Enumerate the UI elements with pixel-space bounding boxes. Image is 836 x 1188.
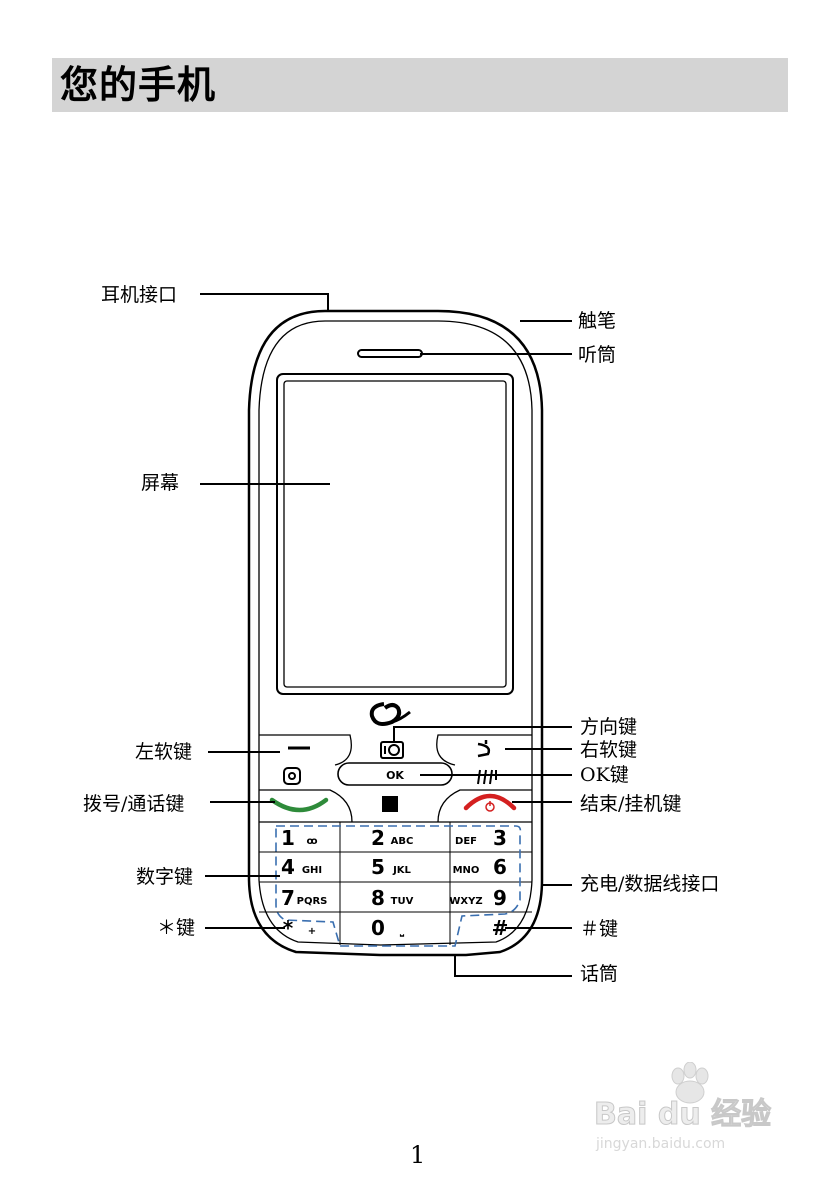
page-number: 1 (410, 1141, 426, 1169)
label-earpiece: 听筒 (578, 344, 617, 366)
baidu-jingyan-watermark: Bai du 经验 jingyan.baidu.com (594, 1062, 772, 1152)
key-digit-4[interactable]: 4 (281, 855, 295, 879)
label-screen: 屏幕 (141, 472, 180, 494)
menu-phonebook-icon (283, 767, 301, 785)
key-letters-1: ꝏ (306, 836, 317, 847)
phone-body-outline (247, 309, 544, 957)
key-letters-3: DEF (455, 836, 477, 847)
label-headset-jack: 耳机接口 (101, 284, 178, 306)
key-digit-#[interactable]: # (492, 916, 509, 940)
earpiece-slot (357, 349, 423, 358)
key-digit-7[interactable]: 7 (281, 886, 295, 910)
label-microphone: 话筒 (580, 963, 619, 985)
right-softkey-back-icon (477, 740, 491, 758)
message-icon (382, 796, 398, 812)
end-handset-icon (463, 793, 517, 811)
contacts-people-icon (477, 769, 497, 785)
label-stylus: 触笔 (578, 310, 617, 332)
brand-logo-icon (369, 702, 411, 726)
keypad-highlight (275, 825, 522, 947)
section-title-bar: 您的手机 (52, 58, 788, 112)
leader-headset-jack (200, 293, 329, 311)
direction-camera-icon (380, 741, 404, 759)
label-left-softkey: 左软键 (135, 741, 193, 763)
key-letters-2: ABC (391, 836, 414, 847)
leader-microphone (454, 955, 572, 977)
label-number-keys: 数字键 (136, 866, 194, 888)
watermark-url: jingyan.baidu.com (595, 1136, 725, 1152)
key-letters-0: ⎵ (399, 926, 405, 937)
key-digit-6[interactable]: 6 (493, 855, 507, 879)
ok-key-label: OK (386, 769, 404, 782)
label-end-key: 结束/挂机键 (580, 793, 682, 815)
label-charge-port: 充电/数据线接口 (580, 873, 720, 895)
key-letters-9: WXYZ (449, 896, 482, 907)
label-direction-key: 方向键 (580, 716, 638, 738)
key-digit-*[interactable]: * (283, 916, 294, 940)
label-dial-key: 拨号/通话键 (83, 793, 185, 815)
screen-inner (283, 380, 507, 688)
watermark-brand: Bai du 经验 (594, 1097, 771, 1132)
key-digit-3[interactable]: 3 (493, 826, 507, 850)
key-letters-8: TUV (391, 896, 414, 907)
key-digit-8[interactable]: 8 (371, 886, 385, 910)
label-hash-key: ＃键 (580, 918, 619, 940)
call-handset-icon (269, 797, 329, 813)
key-letters-4: GHI (302, 865, 322, 876)
screen-frame (276, 373, 514, 695)
key-digit-1[interactable]: 1 (281, 826, 295, 850)
key-digit-5[interactable]: 5 (371, 855, 385, 879)
label-right-softkey: 右软键 (580, 739, 638, 761)
key-letters-7: PQRS (297, 896, 328, 907)
phone-body-inner (258, 320, 533, 946)
label-ok-key: OK键 (580, 764, 629, 786)
key-letters-6: MNO (453, 865, 480, 876)
key-digit-2[interactable]: 2 (371, 826, 385, 850)
key-digit-9[interactable]: 9 (493, 886, 507, 910)
page-title: 您的手机 (60, 63, 217, 107)
power-icon (485, 801, 495, 812)
leader-direction-key (393, 726, 572, 742)
key-letters-5: JKL (392, 865, 411, 876)
key-digit-0[interactable]: 0 (371, 916, 385, 940)
label-star-key: ＊键 (157, 917, 196, 939)
key-letters-*: + (308, 926, 316, 937)
